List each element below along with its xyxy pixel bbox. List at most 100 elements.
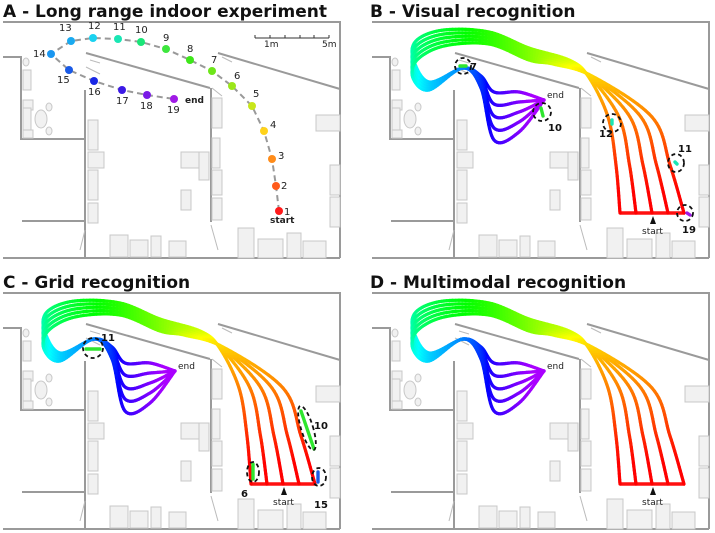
- furniture: [655, 232, 671, 259]
- end-label: end: [547, 362, 564, 372]
- chair: [45, 126, 53, 136]
- furniture: [257, 509, 284, 530]
- trajectory-segment: [541, 98, 546, 103]
- trajectory-run: [410, 305, 654, 486]
- error-circle: [676, 204, 694, 222]
- waypoint-label: 15: [57, 75, 70, 86]
- table: [34, 109, 48, 129]
- end-label: end: [178, 362, 195, 372]
- error-label: 7: [470, 62, 477, 73]
- chair: [414, 397, 422, 407]
- chair: [45, 397, 53, 407]
- waypoint-label: 4: [270, 120, 276, 131]
- error-circle: [602, 113, 622, 133]
- wall: [454, 323, 580, 360]
- furniture: [87, 440, 99, 472]
- waypoint-label: 16: [88, 87, 101, 98]
- waypoint-label: 11: [113, 22, 126, 33]
- furniture: [87, 151, 105, 169]
- furniture: [549, 189, 561, 211]
- furniture: [180, 189, 192, 211]
- wall: [217, 323, 341, 361]
- error-label: 10: [548, 123, 562, 134]
- furniture: [109, 234, 129, 258]
- wall: [3, 327, 85, 411]
- furniture: [211, 197, 223, 221]
- waypoint-marker: [208, 67, 216, 75]
- wall: [586, 323, 710, 361]
- furniture: [456, 422, 474, 440]
- furniture: [237, 498, 255, 530]
- chair: [414, 126, 422, 136]
- furniture: [22, 129, 34, 139]
- panel-a-title: A - Long range indoor experiment: [3, 2, 327, 22]
- furniture: [498, 510, 518, 529]
- furniture: [391, 129, 403, 139]
- wall: [372, 56, 454, 140]
- furniture: [684, 385, 710, 403]
- end-label: end: [547, 91, 564, 101]
- furniture: [567, 151, 579, 181]
- door: [79, 56, 233, 251]
- furniture: [211, 169, 223, 196]
- chair: [45, 102, 53, 112]
- start-arrow-icon: [650, 216, 656, 224]
- furniture: [198, 422, 210, 452]
- waypoint-marker: [47, 50, 55, 58]
- table: [34, 380, 48, 400]
- chair: [22, 57, 30, 67]
- furniture: [549, 151, 569, 169]
- furniture: [580, 137, 590, 169]
- error-label: 10: [314, 421, 328, 432]
- waypoint-marker: [186, 56, 194, 64]
- misrecognition-segment: [539, 106, 545, 118]
- waypoint-marker: [143, 91, 151, 99]
- waypoint-marker: [65, 66, 73, 74]
- furniture: [478, 505, 498, 529]
- furniture: [391, 69, 401, 91]
- waypoint-marker: [260, 127, 268, 135]
- furniture: [606, 227, 624, 259]
- furniture: [456, 119, 468, 151]
- furniture: [180, 422, 200, 440]
- waypoint-label: 10: [135, 25, 148, 36]
- waypoint-label: 17: [116, 96, 129, 107]
- waypoint-label: 19: [167, 105, 180, 116]
- wall: [586, 52, 710, 90]
- furniture: [456, 202, 468, 224]
- panel-b-title: B - Visual recognition: [370, 2, 575, 22]
- trajectory-run: [41, 305, 285, 486]
- waypoint-label: 1: [284, 207, 290, 218]
- furniture: [129, 239, 149, 258]
- furniture: [456, 440, 468, 472]
- furniture: [698, 164, 710, 196]
- furniture: [456, 390, 468, 422]
- waypoint-label: 3: [278, 151, 284, 162]
- furniture: [211, 440, 223, 467]
- waypoint-marker: [114, 35, 122, 43]
- furniture: [580, 97, 592, 129]
- furniture: [519, 506, 531, 529]
- furniture: [315, 114, 341, 132]
- furniture: [211, 468, 223, 492]
- furniture: [537, 511, 556, 529]
- wall: [85, 323, 211, 360]
- misrecognition-segment: [299, 409, 316, 451]
- furniture: [671, 511, 696, 530]
- furniture: [671, 240, 696, 259]
- furniture: [286, 232, 302, 259]
- furniture: [684, 114, 710, 132]
- furniture: [87, 422, 105, 440]
- furniture: [626, 238, 653, 259]
- misrecognition-segment: [673, 160, 679, 166]
- scale-max-label: 5m: [322, 40, 337, 50]
- furniture: [580, 197, 592, 221]
- error-label: 19: [682, 225, 696, 236]
- waypoint-marker: [90, 77, 98, 85]
- wall: [85, 52, 211, 89]
- furniture: [391, 340, 401, 362]
